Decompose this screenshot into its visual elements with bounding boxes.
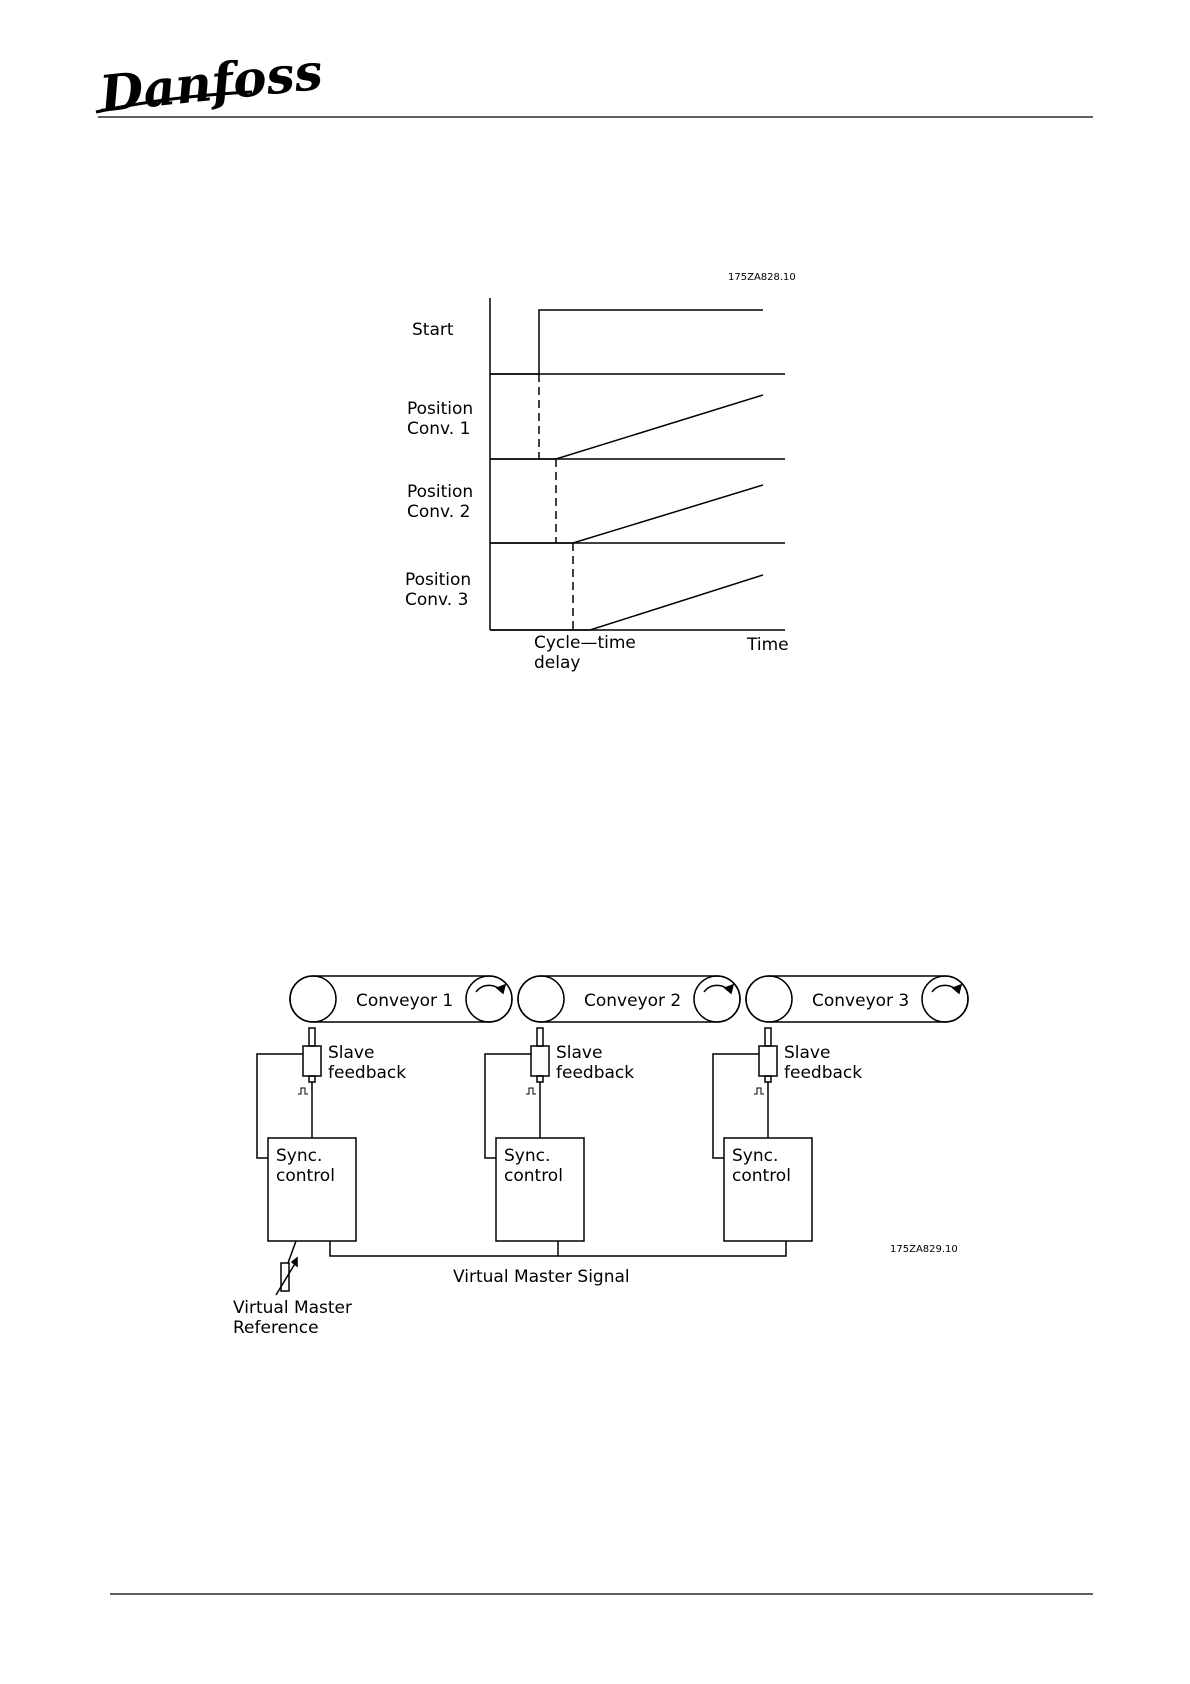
conv3-label-line2: Conv. 3 [405, 590, 468, 610]
conv1-label-line1: Position [407, 399, 473, 419]
slave-feedback-2-line1: Slave [556, 1043, 602, 1063]
timing-figure-code: 175ZA828.10 [728, 272, 796, 283]
encoder-1-cap [309, 1076, 315, 1082]
conveyor-unit-1: Conveyor 1 Slave feedback Sync. control [257, 976, 512, 1241]
encoder-2-shaft [537, 1028, 543, 1046]
danfoss-logo: Danfoss [95, 42, 325, 124]
conv2-label-line1: Position [407, 482, 473, 502]
potentiometer-icon [281, 1263, 289, 1291]
slave-feedback-3-line1: Slave [784, 1043, 830, 1063]
potentiometer-wiper-icon [276, 1262, 296, 1295]
conv3-label-line1: Position [405, 570, 471, 590]
slave-feedback-2-line2: feedback [556, 1063, 634, 1083]
start-label: Start [412, 320, 454, 340]
virtual-master-reference-line2: Reference [233, 1318, 319, 1338]
virtual-master-reference-line1: Virtual Master [233, 1298, 352, 1318]
encoder-3-body [759, 1046, 777, 1076]
conveyor-unit-2: Conveyor 2 Slave feedback Sync. control [485, 976, 740, 1241]
conveyor-2-arrowhead-icon [725, 985, 733, 993]
encoder-3-shaft [765, 1028, 771, 1046]
page-header: Danfoss [95, 42, 1093, 124]
start-step-signal [490, 310, 763, 374]
conv2-position-ramp [490, 485, 763, 543]
encoder-2-cap [537, 1076, 543, 1082]
slave-feedback-3-line2: feedback [784, 1063, 862, 1083]
slave-feedback-1-line2: feedback [328, 1063, 406, 1083]
conveyor-1-idler-roller [290, 976, 336, 1022]
encoder-1-body [303, 1046, 321, 1076]
encoder-2-body [531, 1046, 549, 1076]
conveyor-1-arrowhead-icon [497, 985, 505, 993]
sync-control-1-line1: Sync. [276, 1146, 322, 1166]
encoder-1-pulse-icon [298, 1088, 308, 1094]
feedback-3-loop-wire [713, 1054, 759, 1158]
conv2-label-line2: Conv. 2 [407, 502, 470, 522]
conveyor-figure-code: 175ZA829.10 [890, 1244, 958, 1255]
sync-control-3-line2: control [732, 1166, 791, 1186]
timing-diagram: 175ZA828.10 Start Position Conv. 1 Posit… [405, 272, 796, 673]
conveyor-1-label: Conveyor 1 [356, 991, 453, 1011]
sync-control-2-line1: Sync. [504, 1146, 550, 1166]
conveyor-3-label: Conveyor 3 [812, 991, 909, 1011]
conveyor-3-drive-roller [922, 976, 968, 1022]
conveyor-1-drive-roller [466, 976, 512, 1022]
conv1-position-ramp [490, 395, 763, 459]
encoder-1-shaft [309, 1028, 315, 1046]
feedback-1-loop-wire [257, 1054, 303, 1158]
sync-control-3-line1: Sync. [732, 1146, 778, 1166]
conveyor-system-diagram: Conveyor 1 Slave feedback Sync. control … [233, 976, 968, 1338]
sync-control-2-line2: control [504, 1166, 563, 1186]
slave-feedback-1-line1: Slave [328, 1043, 374, 1063]
cycle-time-delay-label-line1: Cycle—time [534, 633, 636, 653]
conveyor-2-idler-roller [518, 976, 564, 1022]
virtual-master-signal-label: Virtual Master Signal [453, 1267, 630, 1287]
cycle-time-delay-label-line2: delay [534, 653, 580, 673]
encoder-3-cap [765, 1076, 771, 1082]
conveyor-unit-3: Conveyor 3 Slave feedback Sync. control [713, 976, 968, 1241]
conveyor-2-label: Conveyor 2 [584, 991, 681, 1011]
encoder-3-pulse-icon [754, 1088, 764, 1094]
time-axis-label: Time [746, 635, 789, 655]
encoder-2-pulse-icon [526, 1088, 536, 1094]
potentiometer-arrowhead-icon [292, 1258, 297, 1266]
feedback-2-loop-wire [485, 1054, 531, 1158]
conv1-label-line2: Conv. 1 [407, 419, 470, 439]
conveyor-3-idler-roller [746, 976, 792, 1022]
sync-control-1-line2: control [276, 1166, 335, 1186]
conv3-position-ramp [490, 575, 763, 630]
conveyor-3-arrowhead-icon [953, 985, 961, 993]
conveyor-2-drive-roller [694, 976, 740, 1022]
